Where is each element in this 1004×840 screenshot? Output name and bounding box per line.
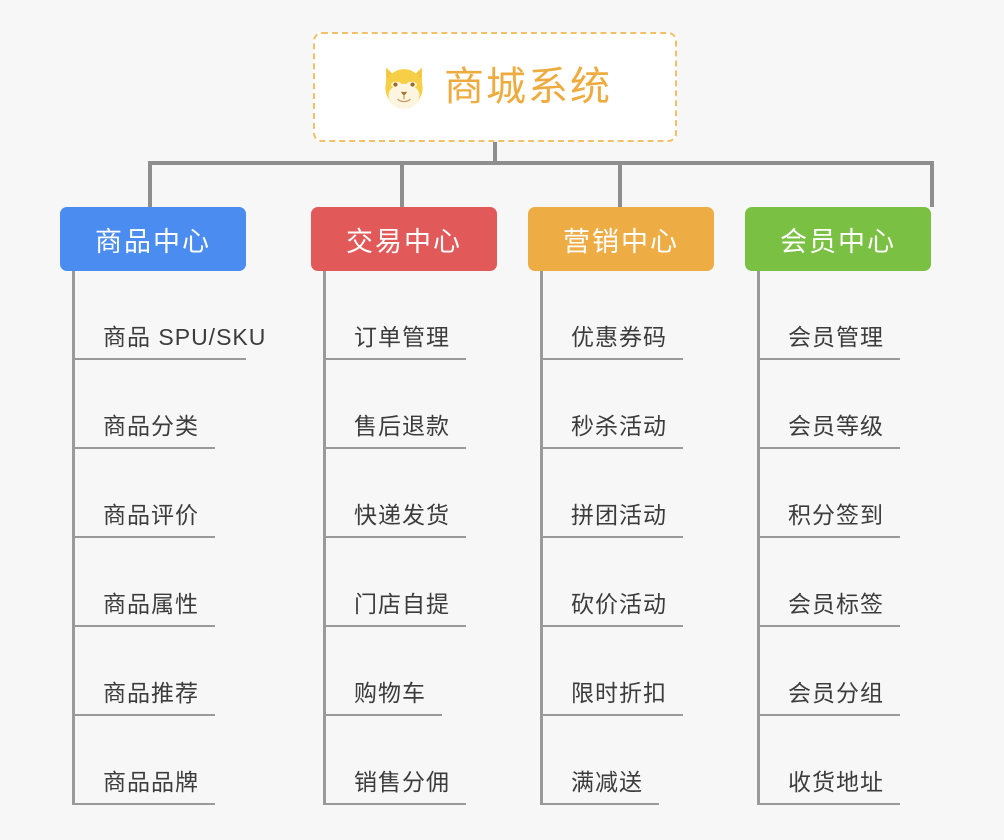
list-item[interactable]: 商品 SPU/SKU: [75, 271, 683, 360]
list-item-label: 会员管理: [788, 324, 884, 350]
list-item-label: 快递发货: [354, 502, 450, 528]
list-item-label: 秒杀活动: [571, 413, 667, 439]
list-item[interactable]: 满减送: [543, 716, 1004, 805]
list-item-label: 销售分佣: [354, 769, 450, 795]
column-header-3[interactable]: 营销中心: [528, 207, 714, 271]
column-header-1[interactable]: 商品中心: [60, 207, 246, 271]
list-item-label: 门店自提: [354, 591, 450, 617]
list-item-label: 订单管理: [354, 324, 450, 350]
list-item[interactable]: 商品属性: [75, 538, 615, 627]
list-item-label: 拼团活动: [571, 502, 667, 528]
list-item[interactable]: 拼团活动: [543, 449, 1004, 538]
list-item[interactable]: 会员管理: [760, 271, 1004, 360]
list-item-label: 会员标签: [788, 591, 884, 617]
list-item-label: 满减送: [571, 769, 643, 795]
list-item[interactable]: 积分签到: [760, 449, 1004, 538]
list-item[interactable]: 售后退款: [326, 360, 866, 449]
column-body-1: 商品 SPU/SKU 商品分类 商品评价 商品属性 商品推荐 商品品牌: [72, 271, 683, 805]
list-item[interactable]: 会员等级: [760, 360, 1004, 449]
list-item-label: 商品评价: [103, 502, 199, 528]
connector-drop-2: [400, 161, 404, 207]
list-item-label: 会员分组: [788, 680, 884, 706]
list-item-label: 砍价活动: [571, 591, 667, 617]
list-item[interactable]: 商品分类: [75, 360, 615, 449]
column-header-4[interactable]: 会员中心: [745, 207, 931, 271]
list-item[interactable]: 快递发货: [326, 449, 866, 538]
list-item[interactable]: 会员标签: [760, 538, 1004, 627]
list-item-label: 商品 SPU/SKU: [103, 324, 267, 350]
list-item[interactable]: 商品品牌: [75, 716, 615, 805]
list-item-label: 会员等级: [788, 413, 884, 439]
list-item-label: 购物车: [354, 680, 426, 706]
underline-mask: [900, 447, 1004, 449]
column-member-center: 会员中心 会员管理 会员等级 积分签到 会员标签 会员分组 收货地址: [745, 207, 1004, 805]
column-marketing-center: 营销中心 优惠券码 秒杀活动 拼团活动 砍价活动 限时折扣 满减送: [528, 207, 1004, 805]
list-item-label: 售后退款: [354, 413, 450, 439]
root-node[interactable]: 商城系统: [313, 32, 677, 142]
list-item[interactable]: 购物车: [326, 627, 842, 716]
column-trade-center: 交易中心 订单管理 售后退款 快递发货 门店自提 购物车 销售分佣: [311, 207, 866, 805]
column-product-center: 商品中心 商品 SPU/SKU 商品分类 商品评价 商品属性 商品推荐 商品品牌: [60, 207, 683, 805]
list-item[interactable]: 收货地址: [760, 716, 1004, 805]
list-item[interactable]: 销售分佣: [326, 716, 866, 805]
root-title: 商城系统: [444, 65, 612, 109]
connector-drop-1: [148, 161, 152, 207]
list-item[interactable]: 会员分组: [760, 627, 1004, 716]
column-header-2[interactable]: 交易中心: [311, 207, 497, 271]
list-item-label: 商品属性: [103, 591, 199, 617]
list-item[interactable]: 优惠券码: [543, 271, 1004, 360]
list-item[interactable]: 订单管理: [326, 271, 866, 360]
shiba-dog-face-icon: [385, 67, 423, 109]
list-item[interactable]: 门店自提: [326, 538, 866, 627]
list-item[interactable]: 限时折扣: [543, 627, 1004, 716]
list-item[interactable]: 商品推荐: [75, 627, 615, 716]
list-item[interactable]: 秒杀活动: [543, 360, 1004, 449]
underline-mask: [900, 714, 1004, 716]
list-item[interactable]: 砍价活动: [543, 538, 1004, 627]
list-item-label: 商品推荐: [103, 680, 199, 706]
connector-drop-4: [930, 161, 934, 207]
list-item[interactable]: 商品评价: [75, 449, 615, 538]
list-item-label: 收货地址: [788, 769, 884, 795]
connector-horizontal-bus: [148, 161, 934, 165]
connector-root-stem: [493, 142, 497, 165]
underline-mask: [900, 536, 1004, 538]
underline-mask: [900, 358, 1004, 360]
column-body-3: 优惠券码 秒杀活动 拼团活动 砍价活动 限时折扣 满减送: [540, 271, 1004, 805]
column-body-2: 订单管理 售后退款 快递发货 门店自提 购物车 销售分佣: [323, 271, 866, 805]
list-item-label: 限时折扣: [571, 680, 667, 706]
list-item-label: 商品品牌: [103, 769, 199, 795]
list-item-label: 积分签到: [788, 502, 884, 528]
column-body-4: 会员管理 会员等级 积分签到 会员标签 会员分组 收货地址: [757, 271, 1004, 805]
list-item-label: 商品分类: [103, 413, 199, 439]
connector-drop-3: [618, 161, 622, 207]
underline-mask: [900, 625, 1004, 627]
underline-mask: [900, 803, 1004, 805]
list-item-label: 优惠券码: [571, 324, 667, 350]
